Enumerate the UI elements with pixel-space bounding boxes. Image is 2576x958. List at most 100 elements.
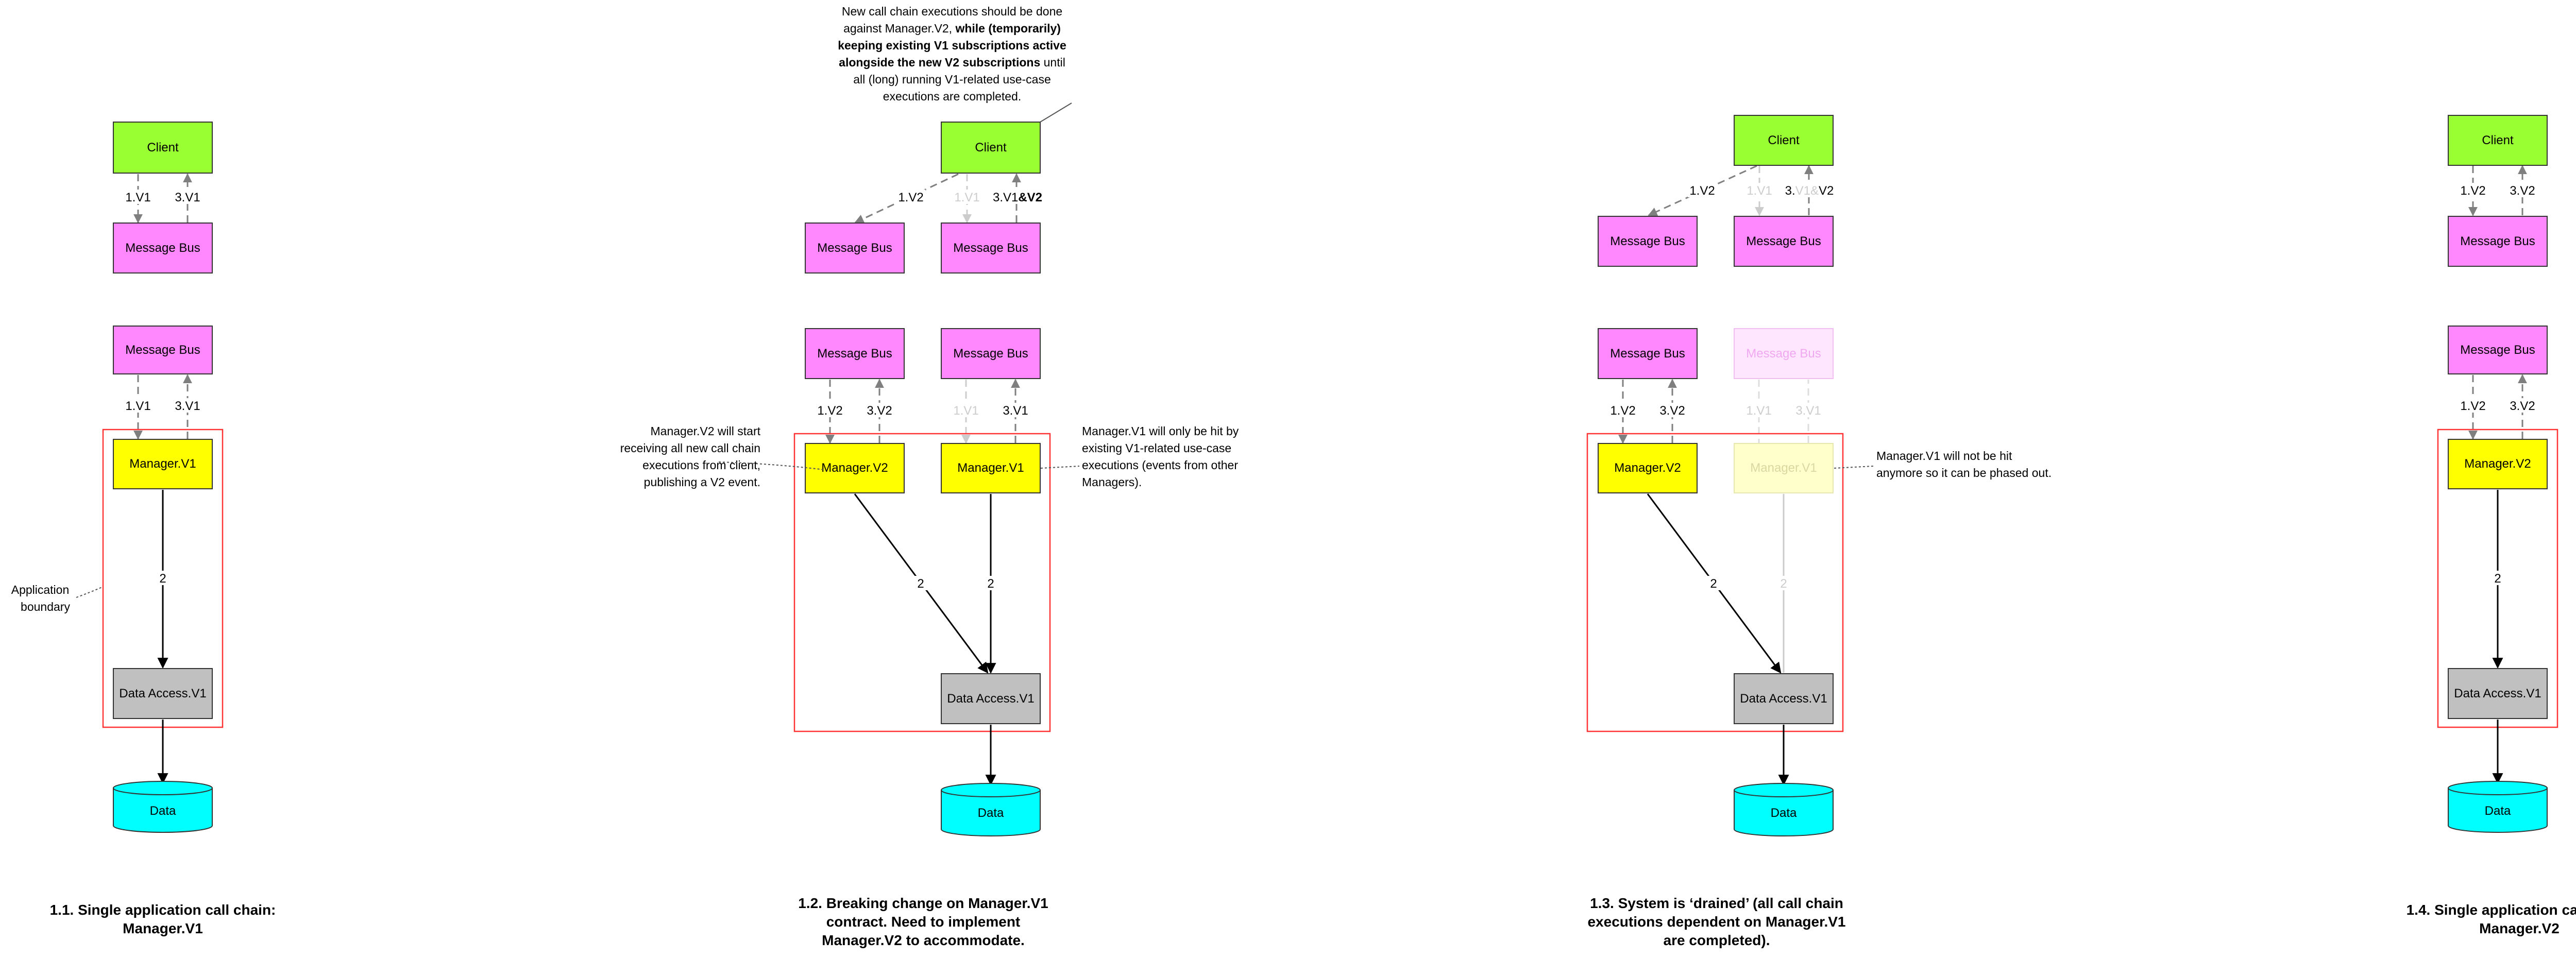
- message-bus-label: Message Bus: [953, 347, 1028, 361]
- message-bus-box: [941, 328, 1041, 379]
- client-label: Client: [2482, 133, 2514, 147]
- manager-v2-box: [2448, 439, 2548, 489]
- caption-1-4-line2: Manager.V2: [2479, 920, 2560, 936]
- top-note-line5: all (long) running V1-related use-case: [853, 73, 1051, 86]
- data-access-label: Data Access.V1: [119, 687, 206, 700]
- manager-v1-box: [941, 443, 1041, 493]
- panel-1-2: New call chain executions should be done…: [620, 5, 1239, 948]
- label-1v2: 1.V2: [898, 191, 923, 204]
- caption-1-3-line2: executions dependent on Manager.V1: [1587, 914, 1845, 930]
- message-bus-box: [941, 223, 1041, 273]
- client-label: Client: [147, 141, 179, 155]
- message-bus-label: Message Bus: [125, 241, 200, 255]
- label-1v1-faded: 1.V1: [954, 191, 979, 204]
- message-bus-box: [805, 328, 905, 379]
- message-bus-label: Message Bus: [1610, 347, 1685, 361]
- manager-v2-note-line4: publishing a V2 event.: [644, 475, 760, 489]
- label-1v1: 1.V1: [125, 191, 150, 204]
- data-store-cylinder: Data: [2448, 781, 2548, 833]
- caption-1-3-line1: 1.3. System is ‘drained’ (all call chain: [1590, 895, 1843, 911]
- label-3v2: 3.V2: [2510, 399, 2535, 413]
- data-label: Data: [1771, 806, 1797, 820]
- label-3v1: 3.V1: [175, 191, 200, 204]
- panel-1-3: 1.V2 1.V1 3.V1&V2 Client Message Bus Mes…: [1586, 115, 2052, 948]
- label-1v1-faded: 1.V1: [1746, 404, 1771, 418]
- manager-v1-note-pointer: [1040, 466, 1080, 469]
- message-bus-box: [1734, 216, 1834, 267]
- label-3v1: 3.V1: [1003, 404, 1028, 418]
- label-1v2: 1.V2: [2460, 184, 2485, 198]
- label-2-faded: 2: [1780, 577, 1787, 591]
- label-3v1-faded: 3.V1: [1795, 404, 1821, 418]
- label-1v1-faded: 1.V1: [1747, 184, 1772, 198]
- manager-v2-label: Manager.V2: [2464, 457, 2531, 471]
- message-bus-label-faded: Message Bus: [1746, 347, 1821, 361]
- manager-v1-box: [113, 439, 213, 489]
- manager-v1-note-line1: Manager.V1 will only be hit by: [1082, 424, 1239, 438]
- client-label: Client: [975, 141, 1007, 155]
- manager-v1-note-line4: Managers).: [1082, 475, 1142, 489]
- manager-v1-label: Manager.V1: [957, 461, 1024, 475]
- client-box: [941, 122, 1041, 174]
- label-3-v1faded-v2: 3.V1&V2: [1785, 184, 1834, 198]
- data-access-v1-box: [1734, 673, 1834, 724]
- message-bus-box: [1598, 328, 1698, 379]
- manager-v2-label: Manager.V2: [1614, 461, 1681, 475]
- label-1v1: 1.V1: [125, 399, 150, 413]
- data-access-label: Data Access.V1: [947, 692, 1034, 706]
- label-3v2: 3.V2: [867, 404, 892, 418]
- message-bus-box: [113, 326, 213, 374]
- data-label: Data: [2485, 804, 2511, 818]
- message-bus-box: [805, 223, 905, 273]
- label-2: 2: [987, 577, 994, 591]
- label-2: 2: [159, 572, 166, 586]
- manager-v2-note-pointer: [718, 461, 825, 470]
- data-access-v1-box: [941, 673, 1041, 724]
- data-access-v1-box: [2448, 668, 2548, 719]
- manager-v2-note-line1: Manager.V2 will start: [651, 424, 761, 438]
- panel-1-4: 1.V2 3.V2 Client Message Bus Message Bus…: [2406, 115, 2576, 936]
- manager-v1-phase-note-line2: anymore so it can be phased out.: [1876, 466, 2052, 480]
- label-3v1-and-v2: 3.V1&V2: [993, 191, 1042, 204]
- manager-v1-phase-note-pointer: [1834, 466, 1874, 469]
- message-bus-box-faded: [1734, 328, 1834, 379]
- caption-1-3-line3: are completed).: [1664, 932, 1770, 948]
- data-store-cylinder: Data: [1734, 783, 1834, 836]
- message-bus-box: [2448, 326, 2548, 374]
- top-note-line1: New call chain executions should be done: [842, 5, 1062, 18]
- message-bus-label: Message Bus: [2460, 343, 2535, 357]
- message-bus-label: Message Bus: [817, 241, 892, 255]
- message-bus-box: [2448, 216, 2548, 267]
- manager-v1-label-faded: Manager.V1: [1750, 461, 1817, 475]
- label-3v2: 3.V2: [2510, 184, 2535, 198]
- label-1v2: 1.V2: [1689, 184, 1715, 198]
- caption-1-1-line2: Manager.V1: [123, 920, 203, 936]
- message-bus-box: [1598, 216, 1698, 267]
- message-bus-label: Message Bus: [1746, 234, 1821, 248]
- message-bus-label: Message Bus: [125, 343, 200, 357]
- application-boundary: [793, 433, 1051, 732]
- boundary-pointer: [76, 587, 103, 598]
- panel-1-1: 1.V1 3.V1 Client Message Bus Message Bus…: [11, 122, 276, 936]
- top-note-line3: keeping existing V1 subscriptions active: [838, 39, 1066, 52]
- manager-v1-box-faded: [1734, 443, 1834, 493]
- manager-v2-label: Manager.V2: [821, 461, 888, 475]
- caption-1-2-line2: contract. Need to implement: [826, 914, 1021, 930]
- top-note-line2: against Manager.V2, while (temporarily): [843, 22, 1061, 35]
- client-label: Client: [1768, 133, 1800, 147]
- top-note-line6: executions are completed.: [883, 90, 1022, 103]
- caption-1-2-line1: 1.2. Breaking change on Manager.V1: [798, 895, 1048, 911]
- data-store-cylinder: Data: [941, 783, 1041, 836]
- application-boundary: [1586, 433, 1844, 732]
- message-bus-label: Message Bus: [2460, 234, 2535, 248]
- arrow-1v2-down: [854, 173, 959, 224]
- data-store-cylinder: Data: [113, 781, 213, 833]
- caption-1-1-line1: 1.1. Single application call chain:: [50, 902, 276, 918]
- label-2: 2: [1710, 577, 1717, 591]
- client-box: [2448, 115, 2548, 166]
- manager-v2-note-line3: executions from client,: [642, 458, 760, 472]
- caption-1-4-line1: 1.4. Single application call chain:: [2406, 902, 2576, 918]
- application-boundary-note-line2: boundary: [21, 600, 70, 613]
- manager-v1-note-line2: existing V1-related use-case: [1082, 441, 1231, 455]
